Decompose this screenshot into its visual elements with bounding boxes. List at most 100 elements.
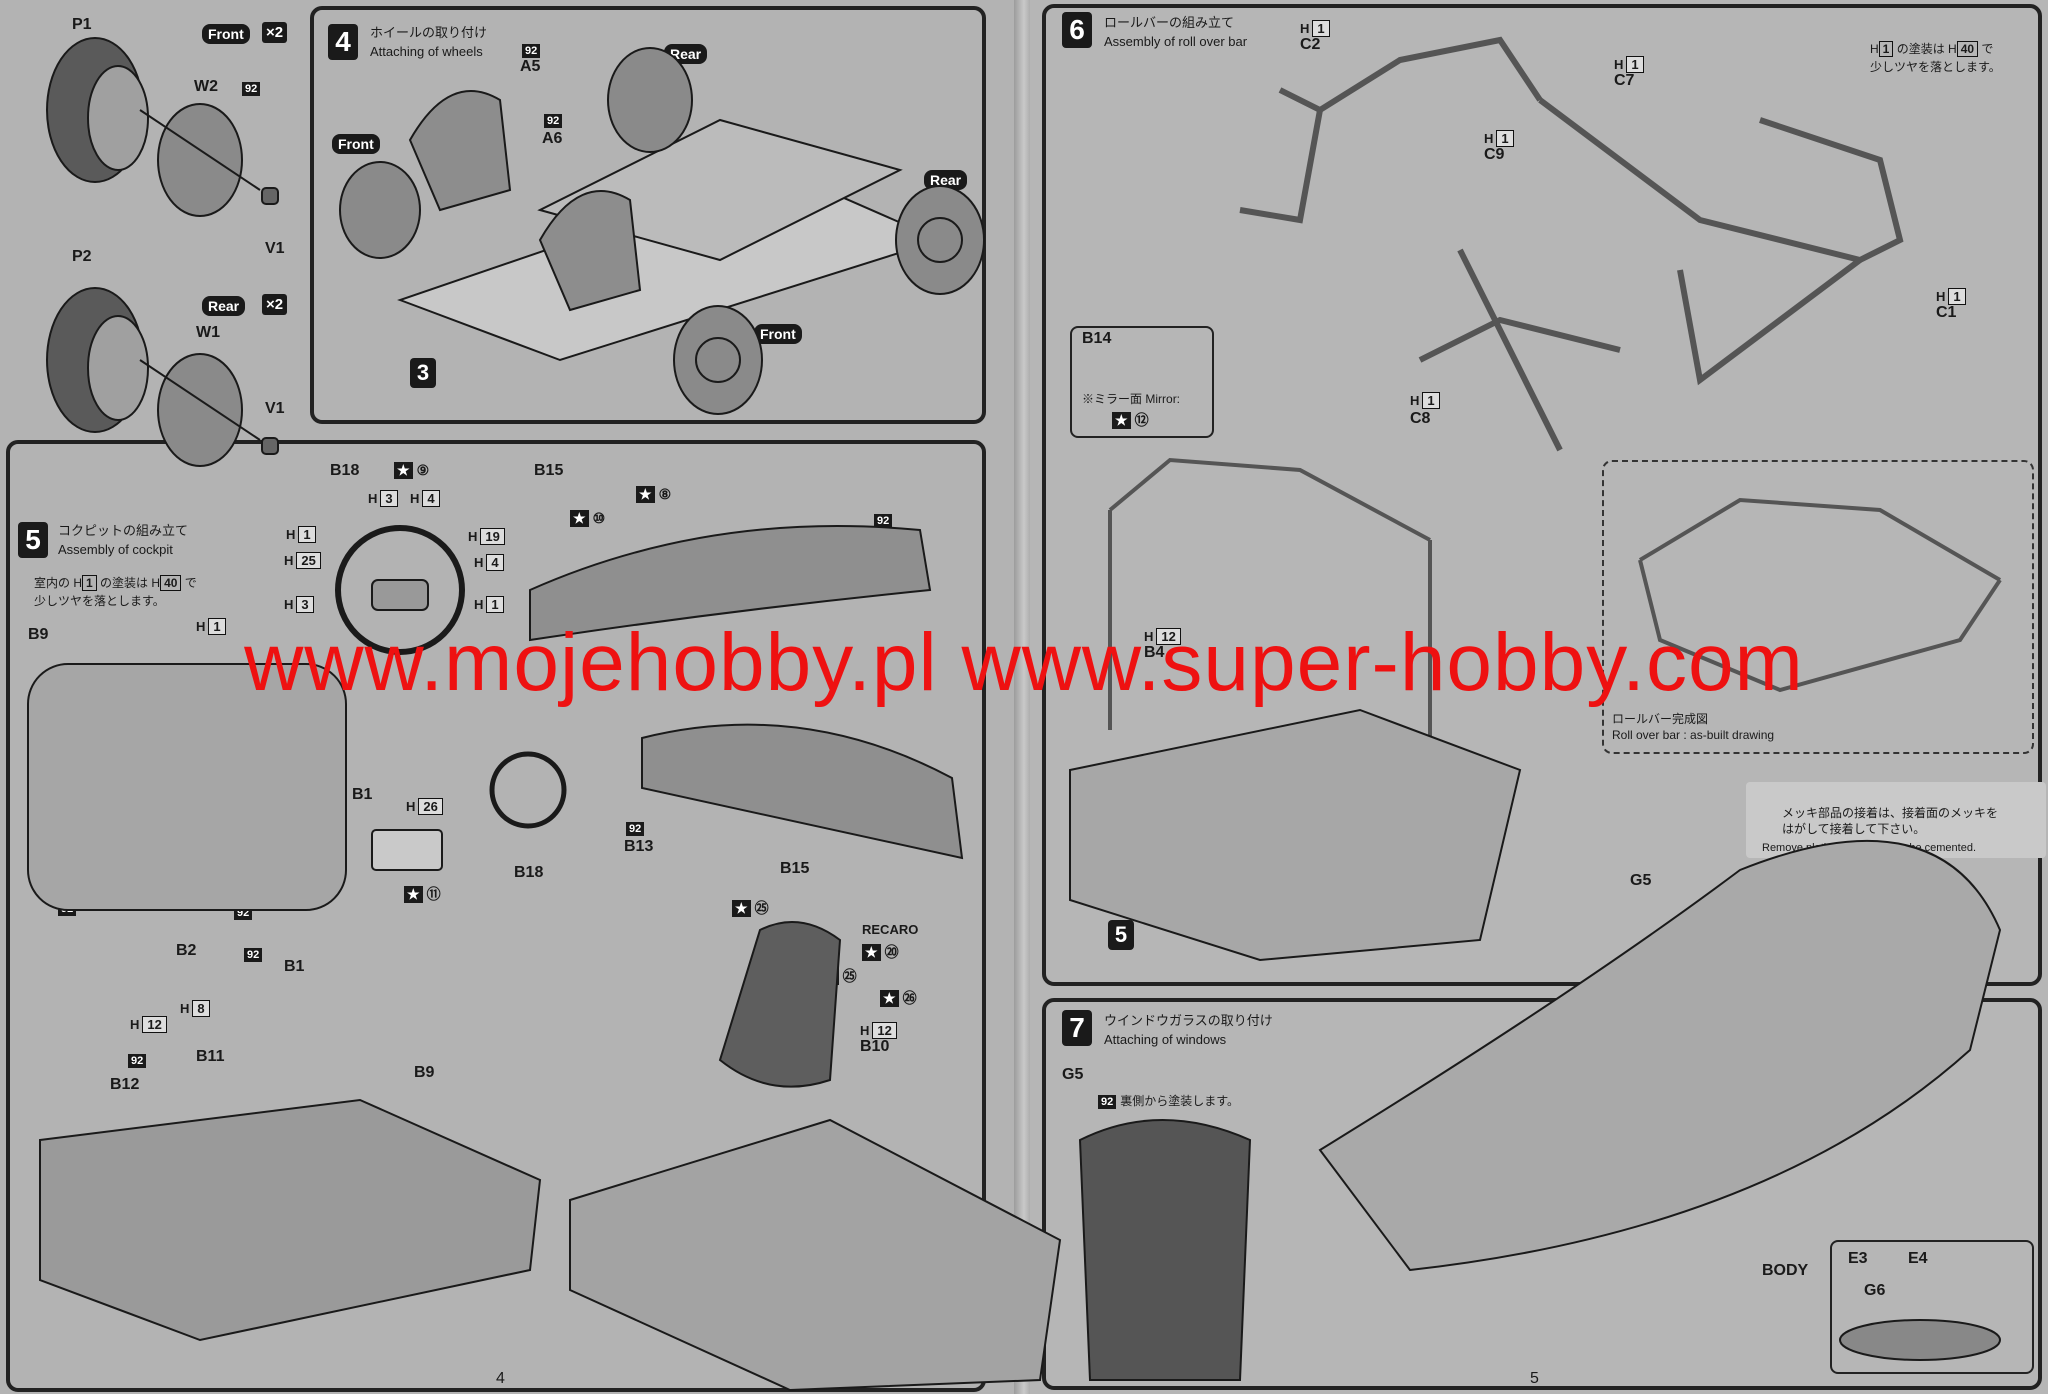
part-b2-label: B2 bbox=[176, 942, 197, 959]
star-25-a: ★㉕ bbox=[732, 898, 769, 918]
body-label: BODY bbox=[1762, 1262, 1809, 1279]
book-gutter bbox=[1014, 0, 1034, 1394]
star-11: ★⑪ bbox=[404, 884, 441, 904]
page-number-right: 5 bbox=[1530, 1370, 1539, 1387]
part-c1-label: C1 bbox=[1936, 304, 1957, 321]
front-tag-left: Front bbox=[332, 134, 380, 154]
part-b14-label: B14 bbox=[1082, 330, 1112, 347]
step3-reference: 3 bbox=[410, 358, 436, 388]
paint-92-b9b: 92 bbox=[234, 906, 253, 920]
paint-92-dash: 92 bbox=[874, 514, 893, 528]
part-p1-label: P1 bbox=[72, 16, 92, 33]
star-26: ★㉖ bbox=[880, 988, 917, 1008]
part-w2-label: W2 bbox=[194, 78, 218, 95]
part-b13-label: B13 bbox=[624, 838, 654, 855]
part-b9-label: B9 bbox=[28, 626, 49, 643]
part-v1-label-bottom: V1 bbox=[265, 400, 285, 417]
part-b9-bottom: B9 bbox=[414, 1064, 435, 1081]
step6-paint-note-line2: 少しツヤを落とします。 bbox=[1870, 60, 2001, 74]
part-w1-label: W1 bbox=[196, 324, 220, 341]
inset-e4-label: E4 bbox=[1908, 1250, 1928, 1267]
front-tag: Front bbox=[202, 24, 250, 44]
star-10: ★⑩ bbox=[570, 510, 605, 527]
part-b18-top: B18 bbox=[330, 462, 360, 479]
paint-92-a5: 92 bbox=[522, 44, 541, 58]
part-c9-label: C9 bbox=[1484, 146, 1505, 163]
step6-title-en: Assembly of roll over bar bbox=[1104, 34, 1248, 49]
warning-jp-line1: メッキ部品の接着は、接着面のメッキを bbox=[1782, 806, 1999, 820]
part-b15-top: B15 bbox=[534, 462, 564, 479]
step7-number: 7 bbox=[1062, 1010, 1092, 1046]
part-b10-label: B10 bbox=[860, 1038, 890, 1055]
star-12: ★⑫ bbox=[1112, 410, 1149, 430]
step4-title-jp: ホイールの取り付け bbox=[370, 25, 488, 40]
step7-title-jp: ウインドウガラスの取り付け bbox=[1104, 1013, 1273, 1028]
step5-title-en: Assembly of cockpit bbox=[58, 542, 173, 557]
step4-number: 4 bbox=[328, 24, 358, 60]
star-8: ★⑧ bbox=[636, 486, 671, 503]
part-b12-label: B12 bbox=[110, 1076, 140, 1093]
step5-frame bbox=[6, 440, 986, 1392]
part-e4-label: E4 bbox=[1950, 892, 1970, 909]
asbuilt-inset bbox=[1602, 460, 2034, 754]
step5-reference: 5 bbox=[1108, 920, 1134, 950]
paint-92-b13: 92 bbox=[626, 822, 645, 836]
step6-number: 6 bbox=[1062, 12, 1092, 48]
star-20: ★⑳ bbox=[862, 942, 899, 962]
part-p2-label: P2 bbox=[72, 248, 92, 265]
part-g5-right-label: G5 bbox=[1630, 872, 1652, 889]
part-v1-label: V1 bbox=[265, 240, 285, 257]
star-9: ★⑨ bbox=[394, 462, 429, 479]
star-25-b: ★㉕ bbox=[820, 966, 857, 986]
paint-92-a6: 92 bbox=[544, 114, 563, 128]
part-b1-label: B1 bbox=[284, 958, 305, 975]
quantity-x2-badge-rear: ×2 bbox=[262, 294, 288, 315]
rear-tag: Rear bbox=[202, 296, 246, 316]
part-g6-label: G6 bbox=[1864, 1282, 1886, 1299]
step5-title-jp: コクピットの組み立て bbox=[58, 523, 189, 538]
warning-en: Remove plating from areas to be cemented… bbox=[1762, 842, 1977, 854]
page-number-left: 4 bbox=[496, 1370, 505, 1387]
part-a6-label: A6 bbox=[542, 130, 563, 147]
step5-paint-note-line2: 少しツヤを落とします。 bbox=[34, 594, 165, 608]
part-e3-label: E3 bbox=[1780, 860, 1800, 877]
asbuilt-title-jp: ロールバー完成図 bbox=[1612, 712, 1709, 726]
part-g5-label: G5 bbox=[1062, 1066, 1084, 1083]
step6-title-jp: ロールバーの組み立て bbox=[1104, 15, 1235, 30]
paint-92-b2: 92 bbox=[244, 948, 263, 962]
warning-jp-line2: はがして接着して下さい。 bbox=[1782, 822, 1926, 836]
recaro-label: RECARO bbox=[862, 922, 919, 937]
part-b4-label: B4 bbox=[1144, 644, 1165, 661]
paint-92-b9a: 92 bbox=[58, 902, 77, 916]
paint-92-badge: 92 bbox=[242, 82, 261, 96]
part-b15-bottom: B15 bbox=[780, 860, 810, 877]
part-c7-label: C7 bbox=[1614, 72, 1635, 89]
part-c8-label: C8 bbox=[1410, 410, 1431, 427]
watermark-text: www.mojehobby.pl www.super-hobby.com bbox=[244, 617, 1804, 708]
paint-92-b12: 92 bbox=[128, 1054, 147, 1068]
asbuilt-title-en: Roll over bar : as-built drawing bbox=[1612, 728, 1775, 742]
mirror-note: ※ミラー面 Mirror: bbox=[1082, 392, 1181, 406]
part-b1-box-label: B1 bbox=[352, 786, 373, 803]
part-c2-label: C2 bbox=[1300, 36, 1321, 53]
step7-title-en: Attaching of windows bbox=[1104, 1032, 1227, 1047]
part-a5-label: A5 bbox=[520, 58, 541, 75]
mirror-part-box bbox=[1070, 326, 1214, 438]
